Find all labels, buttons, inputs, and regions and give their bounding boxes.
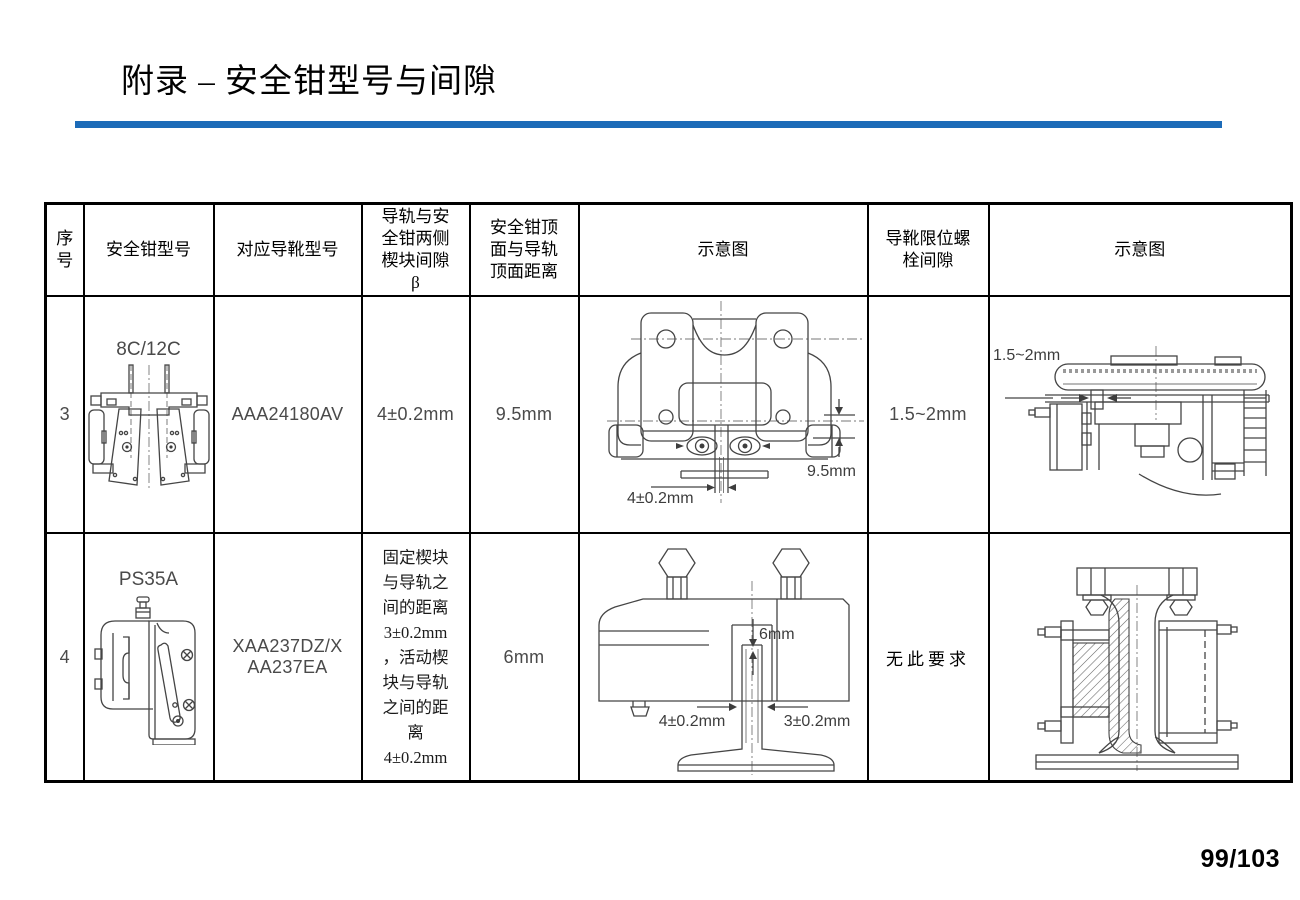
row4-shoe-model: XAA237DZ/X AA237EA bbox=[212, 532, 363, 783]
dim-right-label: 3±0.2mm bbox=[783, 713, 850, 730]
clamp-model-label: 8C/12C bbox=[116, 338, 181, 360]
page-title: 附录 – 安全钳型号与间隙 bbox=[121, 64, 497, 100]
dim-gap-label: 1.5~2mm bbox=[993, 347, 1060, 364]
clamp-top-view-schematic: 6mm 4±0.2mm 3±0.2mm bbox=[597, 548, 850, 775]
row4-clamp-model-cell: PS35A bbox=[82, 532, 215, 783]
row3-bolt-gap: 1.5~2mm bbox=[866, 295, 990, 534]
row4-diagram1-cell: 6mm 4±0.2mm 3±0.2mm bbox=[577, 532, 869, 783]
header-wedge-gap: 导轨与安 全钳两侧 楔块间隙 β bbox=[360, 202, 471, 297]
dim-bottom-label: 4±0.2mm bbox=[627, 490, 694, 507]
header-bolt-gap: 导靴限位螺 栓间隙 bbox=[866, 202, 990, 297]
accent-divider bbox=[75, 121, 1222, 128]
table-header-row: 序 号 安全钳型号 对应导靴型号 导轨与安 全钳两侧 楔块间隙 β 安全钳顶 面… bbox=[44, 202, 1293, 297]
safety-clamp-table: 序 号 安全钳型号 对应导靴型号 导轨与安 全钳两侧 楔块间隙 β 安全钳顶 面… bbox=[44, 202, 1293, 783]
dim-top-label: 6mm bbox=[759, 626, 795, 643]
row3-shoe-model: AAA24180AV bbox=[212, 295, 363, 534]
row3-clamp-model-cell: 8C/12C bbox=[82, 295, 215, 534]
row4-diagram2-cell bbox=[987, 532, 1293, 783]
clamp-8c12c-drawing bbox=[87, 363, 210, 489]
clamp-ps35a-drawing bbox=[93, 596, 196, 745]
table-row: 3 8C/12C bbox=[44, 295, 1293, 534]
header-diagram2: 示意图 bbox=[987, 202, 1293, 297]
dim-left-label: 4±0.2mm bbox=[658, 713, 725, 730]
row4-wedge-gap: 固定楔块 与导轨之 间的距离 3±0.2mm ，活动楔 块与导轨 之间的距 离 … bbox=[360, 532, 471, 783]
clamp-front-schematic: 9.5mm 4±0.2mm bbox=[606, 300, 864, 507]
row3-top-distance: 9.5mm bbox=[468, 295, 580, 534]
row4-bolt-gap: 无此要求 bbox=[866, 532, 990, 783]
header-diagram1: 示意图 bbox=[577, 202, 869, 297]
header-no: 序 号 bbox=[44, 202, 85, 297]
row3-diagram2-cell: 1.5~2mm bbox=[987, 295, 1293, 534]
sliding-guide-shoe-section-schematic bbox=[1034, 567, 1239, 771]
header-top-distance: 安全钳顶 面与导轨 顶面距离 bbox=[468, 202, 580, 297]
row4-top-distance: 6mm bbox=[468, 532, 580, 783]
dim-top-label: 9.5mm bbox=[807, 463, 856, 480]
page-number: 99/103 bbox=[1200, 845, 1280, 873]
roller-guide-shoe-schematic: 1.5~2mm bbox=[993, 346, 1270, 496]
row3-no: 3 bbox=[44, 295, 85, 534]
row3-wedge-gap: 4±0.2mm bbox=[360, 295, 471, 534]
row3-diagram1-cell: 9.5mm 4±0.2mm bbox=[577, 295, 869, 534]
header-clamp-model: 安全钳型号 bbox=[82, 202, 215, 297]
row4-no: 4 bbox=[44, 532, 85, 783]
clamp-model-label: PS35A bbox=[118, 569, 179, 590]
header-shoe-model: 对应导靴型号 bbox=[212, 202, 363, 297]
table-row: 4 PS35A bbox=[44, 532, 1293, 783]
